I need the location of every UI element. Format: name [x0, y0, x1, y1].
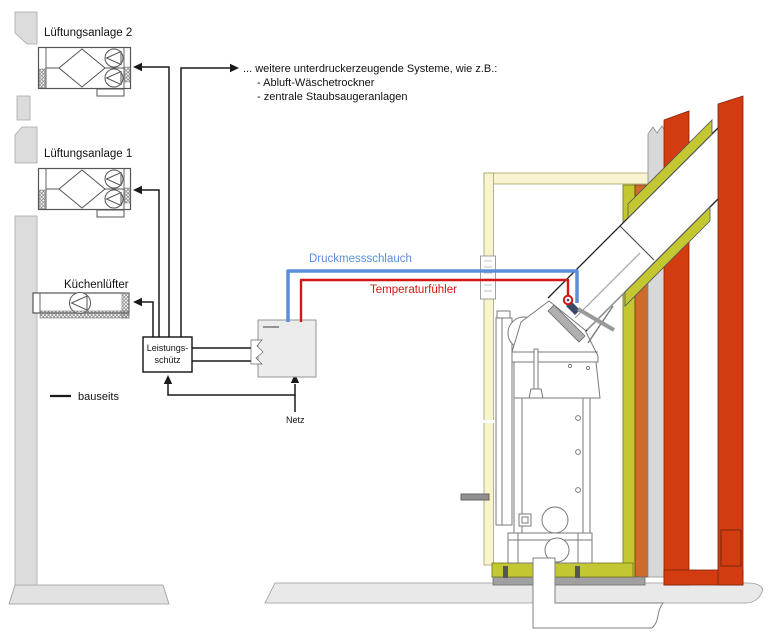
control-unit-box: [250, 319, 317, 378]
room-ceiling: [483, 172, 655, 185]
kitchen-fan-unit: [32, 292, 130, 319]
room-left-wall: [483, 172, 494, 566]
chimney-wall-right: [717, 95, 744, 586]
label-temperature-sensor: Temperaturfühler: [370, 284, 457, 296]
note-line-1: ... weitere unterdruckerzeugende Systeme…: [243, 63, 497, 75]
wire-arrowheads: [133, 62, 300, 384]
chimney-cleanout-door: [720, 529, 742, 567]
note-line-3: - zentrale Staubsaugeranlagen: [257, 91, 407, 103]
wall-joint: [483, 420, 495, 423]
label-mains: Netz: [286, 415, 305, 425]
sensor-probe: [576, 307, 616, 332]
temperature-sensor-line: [299, 278, 570, 322]
ventilation-unit-2: [37, 46, 132, 97]
sensor-head-dot: [566, 298, 570, 302]
label-ventilation-unit-1: Lüftungsanlage 1: [44, 148, 132, 160]
cable-entry-notch: [250, 339, 264, 365]
air-intake-duct: [532, 557, 665, 629]
insulation-strip-upper: [627, 119, 713, 219]
insulation-strip-lower: [624, 206, 711, 307]
label-pressure-hose: Druckmessschlauch: [309, 253, 412, 265]
label-onsite: bauseits: [78, 391, 119, 403]
wall-pedestal: [8, 584, 170, 605]
wall-sleeve: [480, 255, 496, 300]
insulation-floor-layer: [491, 562, 634, 578]
pressure-hose-line: [286, 269, 579, 322]
damper-handle: [587, 305, 614, 344]
label-ventilation-unit-2: Lüftungsanlage 2: [44, 27, 132, 39]
control-wiring: [50, 66, 296, 412]
pellet-stove: [460, 300, 601, 578]
building-wall: [14, 11, 38, 586]
note-line-2: - Abluft-Wäschetrockner: [257, 77, 375, 89]
contactor-label-line1: Leistungs-: [147, 343, 189, 353]
label-kitchen-fan: Küchenlüfter: [64, 279, 129, 291]
stove-side-rod: [460, 493, 490, 501]
flue-collar: [547, 304, 586, 343]
ventilation-unit-1: [37, 167, 132, 218]
floor-slab-right: [264, 582, 763, 604]
contactor-box: [142, 336, 193, 373]
base-plate: [492, 576, 646, 586]
contactor-label-line2: schütz: [154, 355, 181, 365]
